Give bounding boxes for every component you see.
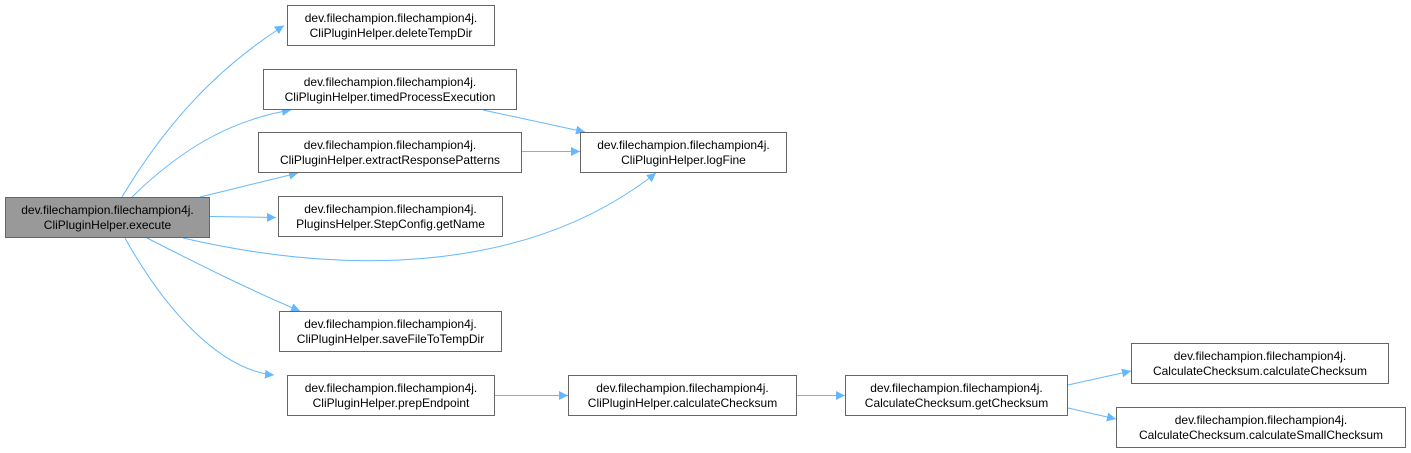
node-calculate-small-checksum-line1: dev.filechampion.filechampion4j.	[1174, 412, 1348, 427]
node-timed-process-execution-line2: CliPluginHelper.timedProcessExecution	[284, 89, 496, 104]
node-prep-endpoint-line1: dev.filechampion.filechampion4j.	[304, 380, 478, 395]
node-prep-endpoint[interactable]: dev.filechampion.filechampion4j. CliPlug…	[287, 375, 495, 416]
edge-execute-to-extractResponsePatterns	[199, 170, 299, 198]
node-calculate-small-checksum-line2: CalculateChecksum.calculateSmallChecksum	[1138, 427, 1384, 442]
edge-getChecksum-to-calculateChecksum	[1067, 368, 1132, 386]
node-get-checksum[interactable]: dev.filechampion.filechampion4j. Calcula…	[845, 375, 1068, 416]
edge-getChecksum-to-calculateSmallChecksum	[1067, 407, 1117, 422]
node-timed-process-execution[interactable]: dev.filechampion.filechampion4j. CliPlug…	[263, 69, 517, 110]
node-log-fine-line1: dev.filechampion.filechampion4j.	[597, 137, 770, 152]
edge-execute-to-getName	[209, 212, 277, 222]
node-delete-temp-dir[interactable]: dev.filechampion.filechampion4j. CliPlug…	[287, 5, 495, 46]
node-save-file-to-temp-dir-line1: dev.filechampion.filechampion4j.	[304, 316, 477, 331]
node-execute-line1: dev.filechampion.filechampion4j.	[21, 202, 194, 217]
node-cli-calculate-checksum[interactable]: dev.filechampion.filechampion4j. CliPlug…	[568, 375, 797, 416]
node-calculate-checksum[interactable]: dev.filechampion.filechampion4j. Calcula…	[1131, 343, 1389, 384]
node-prep-endpoint-line2: CliPluginHelper.prepEndpoint	[312, 395, 470, 410]
node-execute: dev.filechampion.filechampion4j. CliPlug…	[5, 197, 210, 238]
node-cli-calculate-checksum-line2: CliPluginHelper.calculateChecksum	[587, 395, 778, 410]
node-get-name-line1: dev.filechampion.filechampion4j.	[304, 201, 477, 216]
node-extract-response-patterns[interactable]: dev.filechampion.filechampion4j. CliPlug…	[258, 132, 522, 173]
node-delete-temp-dir-line2: CliPluginHelper.deleteTempDir	[309, 25, 473, 40]
node-get-checksum-line2: CalculateChecksum.getChecksum	[864, 395, 1049, 410]
edge-execute-to-deleteTempDir	[121, 25, 285, 198]
node-get-name[interactable]: dev.filechampion.filechampion4j. Plugins…	[278, 196, 503, 237]
node-delete-temp-dir-line1: dev.filechampion.filechampion4j.	[304, 10, 478, 25]
node-cli-calculate-checksum-line1: dev.filechampion.filechampion4j.	[596, 380, 769, 395]
node-get-name-line2: PluginsHelper.StepConfig.getName	[296, 216, 485, 231]
node-extract-response-patterns-line1: dev.filechampion.filechampion4j.	[303, 137, 477, 152]
node-extract-response-patterns-line2: CliPluginHelper.extractResponsePatterns	[279, 152, 501, 167]
node-log-fine[interactable]: dev.filechampion.filechampion4j. CliPlug…	[580, 132, 787, 173]
edge-execute-to-logFine	[182, 172, 657, 262]
node-save-file-to-temp-dir-line2: CliPluginHelper.saveFileToTempDir	[296, 331, 485, 346]
node-calculate-checksum-line2: CalculateChecksum.calculateChecksum	[1152, 363, 1368, 378]
node-timed-process-execution-line1: dev.filechampion.filechampion4j.	[303, 74, 477, 89]
node-calculate-small-checksum[interactable]: dev.filechampion.filechampion4j. Calcula…	[1116, 407, 1406, 448]
edge-execute-to-saveFileToTempDir	[146, 237, 301, 312]
edge-execute-to-timedProcessExecution	[131, 107, 292, 198]
node-calculate-checksum-line1: dev.filechampion.filechampion4j.	[1173, 348, 1347, 363]
node-save-file-to-temp-dir[interactable]: dev.filechampion.filechampion4j. CliPlug…	[279, 311, 502, 352]
edge-execute-to-prepEndpoint	[124, 237, 275, 379]
edge-timedProcessExecution-to-logFine	[482, 109, 586, 135]
node-get-checksum-line1: dev.filechampion.filechampion4j.	[870, 380, 1043, 395]
node-execute-line2: CliPluginHelper.execute	[43, 217, 172, 232]
node-log-fine-line2: CliPluginHelper.logFine	[621, 152, 746, 167]
